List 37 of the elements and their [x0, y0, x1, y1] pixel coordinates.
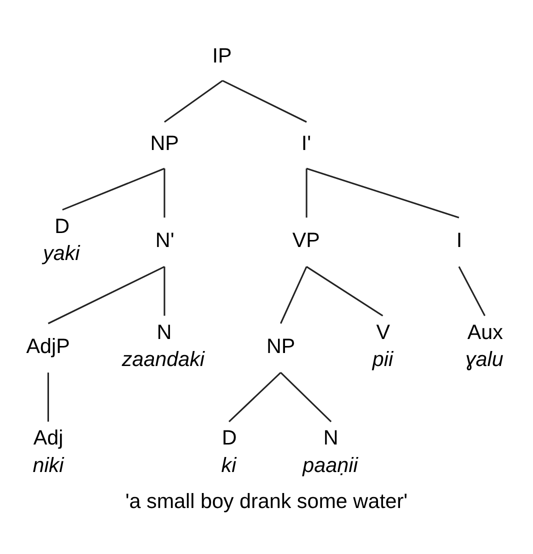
node-label: ɣalu: [465, 348, 504, 371]
connector: [164, 266, 166, 316]
connector: [228, 372, 282, 422]
node-label: yaki: [43, 242, 80, 265]
connector: [458, 266, 486, 316]
node-text: N': [155, 229, 174, 252]
node-text: N: [156, 320, 172, 344]
connector: [62, 168, 165, 211]
node-label: paaṇii: [302, 454, 358, 477]
connector: [164, 80, 224, 123]
node-text: AdjP: [26, 334, 70, 358]
node-text: IP: [212, 44, 232, 68]
caption: 'a small boy drank some water': [125, 490, 408, 513]
connector: [306, 266, 384, 316]
node-text: V: [376, 320, 390, 344]
node-text: I': [301, 132, 312, 156]
node-text: NP: [266, 334, 296, 358]
node-text: Adj: [33, 426, 64, 450]
connector: [306, 168, 308, 218]
node-text: I: [456, 229, 462, 252]
node-text: Aux: [467, 320, 503, 344]
node-text: VP: [292, 229, 320, 252]
node-label: zaandaki: [122, 348, 205, 371]
connector: [222, 80, 307, 123]
connector: [280, 372, 332, 422]
connector: [306, 168, 460, 218]
node-label: niki: [32, 454, 64, 477]
node-text: N: [323, 426, 338, 450]
node-text: NP: [150, 132, 179, 156]
node-label: pii: [372, 348, 394, 371]
connector: [164, 168, 166, 218]
connector: [47, 372, 49, 422]
connector: [48, 266, 165, 324]
node-text: D: [54, 214, 70, 238]
node-text: D: [222, 426, 237, 450]
node-label: ki: [221, 454, 236, 477]
connector: [280, 266, 308, 324]
